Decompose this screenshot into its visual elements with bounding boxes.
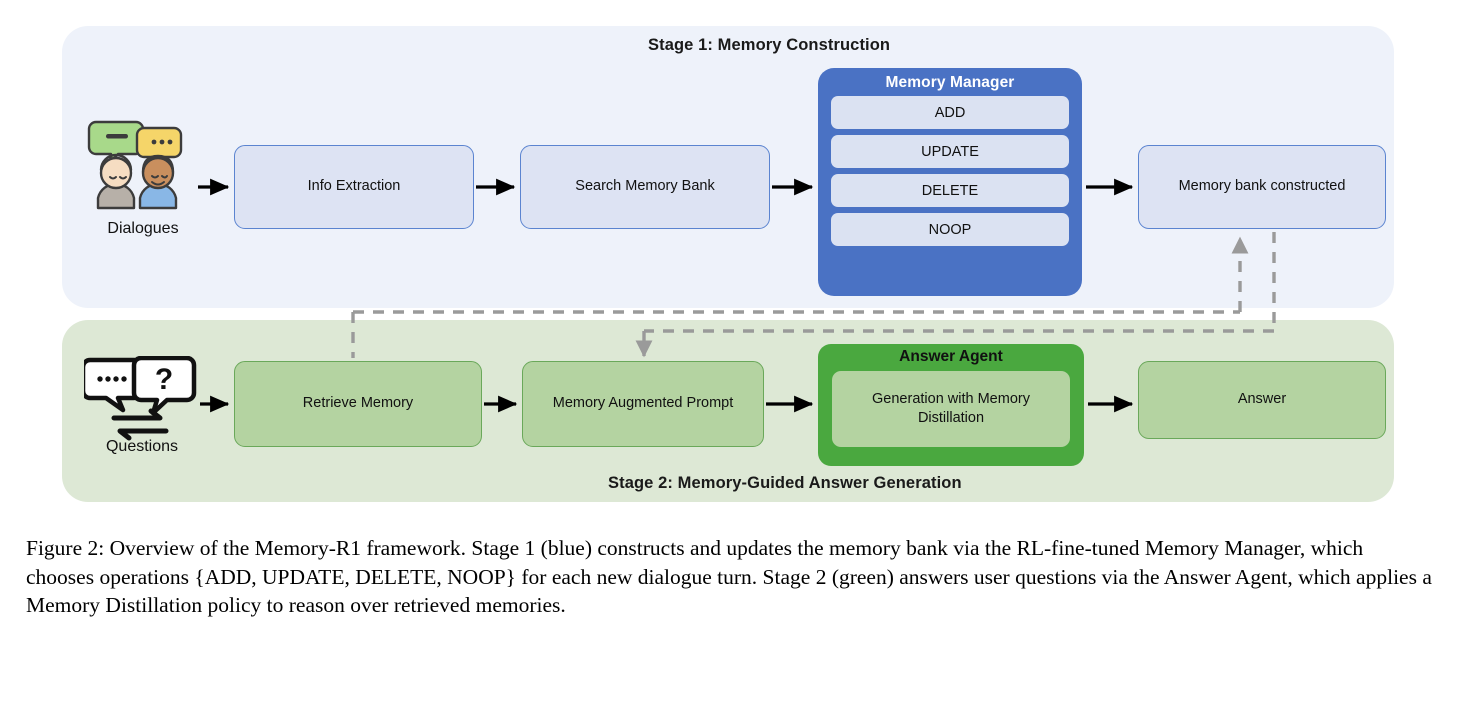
memory-op-noop[interactable]: NOOP [831, 213, 1069, 246]
two-people-chat-bubbles-icon [86, 112, 198, 212]
memory-op-add-label: ADD [934, 104, 966, 121]
memory-op-delete[interactable]: DELETE [831, 174, 1069, 207]
box-search-memory-bank-label: Search Memory Bank [575, 178, 715, 195]
box-memory-augmented-prompt-label: Memory Augmented Prompt [552, 395, 734, 412]
answer-agent-title: Answer Agent [899, 348, 1003, 365]
memory-op-add[interactable]: ADD [831, 96, 1069, 129]
generation-with-memory-distillation-box[interactable]: Generation with Memory Distillation [832, 371, 1070, 447]
memory-manager-panel[interactable]: Memory Manager ADD UPDATE DELETE NOOP [818, 68, 1082, 296]
box-memory-bank-constructed[interactable]: Memory bank constructed [1138, 145, 1386, 229]
memory-op-noop-label: NOOP [928, 221, 972, 238]
stage2-label: Stage 2: Memory-Guided Answer Generation [608, 474, 962, 492]
box-retrieve-memory-label: Retrieve Memory [302, 395, 414, 412]
answer-agent-panel[interactable]: Answer Agent Generation with Memory Dist… [818, 344, 1084, 466]
stage1-label: Stage 1: Memory Construction [648, 36, 891, 54]
svg-text:?: ? [155, 363, 173, 396]
figure-caption: Figure 2: Overview of the Memory-R1 fram… [26, 536, 1432, 618]
generation-with-memory-distillation-label: Generation with Memory Distillation [872, 390, 1030, 426]
box-memory-augmented-prompt[interactable]: Memory Augmented Prompt [522, 361, 764, 447]
box-memory-bank-constructed-label: Memory bank constructed [1178, 178, 1346, 195]
box-info-extraction-label: Info Extraction [307, 178, 401, 195]
box-retrieve-memory[interactable]: Retrieve Memory [234, 361, 482, 447]
box-search-memory-bank[interactable]: Search Memory Bank [520, 145, 770, 229]
memory-op-update[interactable]: UPDATE [831, 135, 1069, 168]
question-speech-bubbles-exchange-icon: ? [80, 355, 200, 444]
box-info-extraction[interactable]: Info Extraction [234, 145, 474, 229]
memory-manager-title: Memory Manager [885, 74, 1015, 91]
box-answer[interactable]: Answer [1138, 361, 1386, 439]
questions-label: Questions [105, 438, 179, 455]
memory-op-update-label: UPDATE [921, 143, 979, 160]
memory-op-delete-label: DELETE [921, 182, 979, 199]
box-answer-label: Answer [1237, 391, 1287, 408]
dialogues-label: Dialogues [107, 220, 179, 237]
